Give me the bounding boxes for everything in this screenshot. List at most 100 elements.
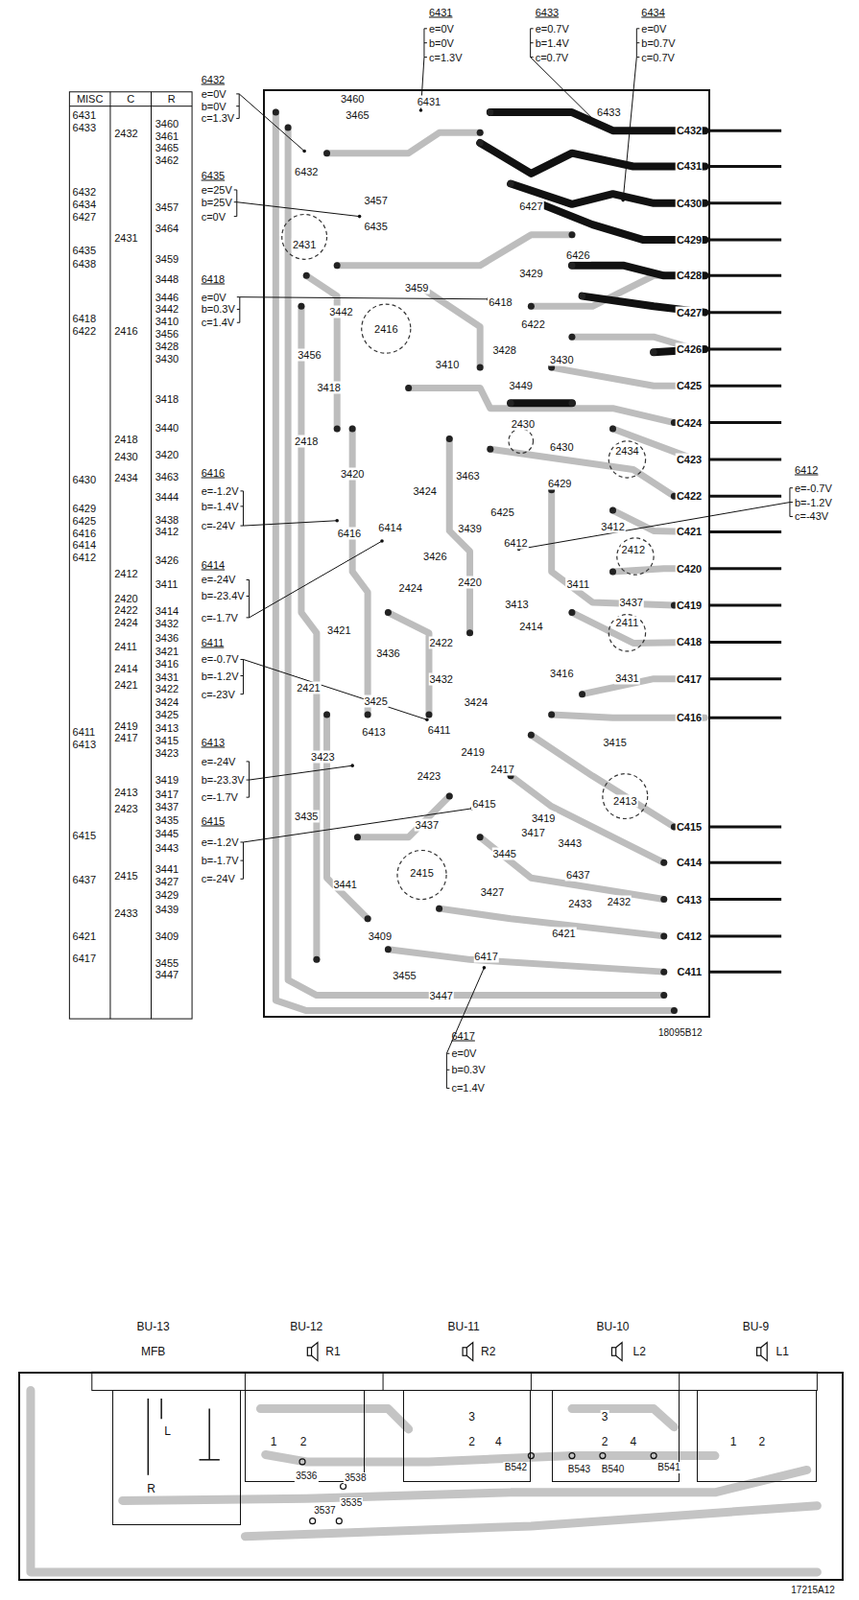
connector-pin-label: C425 — [675, 380, 703, 393]
component-label: 3455 — [391, 970, 417, 983]
socket-label: BU-9 — [742, 1320, 769, 1335]
connector-wire — [710, 641, 782, 645]
transistor-name: 6417 — [451, 1030, 475, 1044]
table-cell: 3419 — [155, 774, 179, 788]
table-cell: 3462 — [155, 154, 179, 168]
table-cell: 6435 — [72, 243, 96, 257]
connector-pin-label: C431 — [675, 160, 703, 173]
callout-tick — [636, 27, 640, 29]
table-cell: 3426 — [155, 554, 179, 568]
pin-number: R — [145, 1482, 157, 1497]
table-cell: 2432 — [114, 127, 138, 141]
table-cell: 6432 — [72, 186, 96, 199]
speaker-symbol — [761, 1342, 767, 1361]
voltage-value: b=0.3V — [201, 303, 236, 316]
leader-end — [302, 149, 307, 154]
pin-number: 4 — [494, 1435, 503, 1450]
component-label: 3425 — [362, 695, 388, 709]
voltage-value: b=0V — [201, 99, 227, 113]
table-cell: 6411 — [72, 726, 96, 740]
table-cell: 3425 — [155, 708, 179, 721]
component-label: 2430 — [510, 417, 536, 430]
leader-line — [242, 659, 427, 720]
voltage-value: b=0V — [429, 36, 454, 49]
component-label: 2416 — [373, 322, 399, 335]
leader-line — [237, 202, 360, 217]
connector-pin-label: C430 — [675, 196, 703, 210]
leader-line — [249, 541, 382, 619]
callout-bracket — [236, 190, 238, 217]
table-cell: 2416 — [114, 324, 138, 337]
transistor-name: 6431 — [429, 5, 453, 19]
voltage-value: c=1.3V — [429, 50, 463, 64]
solder-pad — [425, 711, 432, 718]
table-cell: 6417 — [72, 953, 96, 966]
connector-pin-label: C412 — [675, 930, 703, 943]
table-cell: 3444 — [155, 491, 179, 504]
table-cell: 3448 — [155, 272, 179, 286]
table-cell: 3413 — [155, 721, 179, 735]
connector-wire — [710, 604, 782, 608]
component-label: 3435 — [293, 811, 319, 824]
component-label: 2415 — [408, 866, 434, 880]
component-label: B543 — [567, 1464, 592, 1477]
voltage-value: c=0.7V — [641, 50, 675, 64]
callout-leaders — [234, 28, 793, 1090]
voltage-value: c=0.7V — [535, 50, 570, 64]
solder-pad — [405, 384, 412, 392]
table-cell: 3429 — [155, 889, 179, 903]
solder-pad — [609, 507, 617, 515]
table-cell: 3431 — [155, 670, 179, 684]
component-label: 3535 — [339, 1498, 363, 1510]
component-label: 2422 — [428, 637, 454, 650]
table-cell: 2414 — [114, 663, 138, 676]
transistor-name: 6416 — [201, 466, 225, 479]
component-label: 3463 — [454, 469, 480, 482]
callout-tick — [234, 189, 238, 191]
copper-trace — [287, 127, 665, 997]
solder-pad — [527, 732, 535, 740]
component-label: 3447 — [428, 989, 454, 1003]
component-label: 6430 — [548, 441, 574, 454]
component-label: 3412 — [599, 521, 625, 534]
solder-pad — [477, 834, 484, 841]
connector-wire — [710, 861, 782, 865]
copper-trace — [244, 1506, 817, 1538]
callout-tick — [237, 322, 240, 324]
component-label: 2423 — [416, 769, 442, 783]
leader-end — [596, 122, 601, 127]
callout-tick — [239, 525, 243, 527]
connector-pin-label: C414 — [675, 857, 703, 870]
table-cell: 3410 — [155, 315, 179, 329]
component-label: 3429 — [518, 267, 544, 281]
table-cell: 6422 — [72, 324, 96, 337]
table-cell: 3445 — [155, 828, 179, 841]
component-label: 3419 — [530, 812, 556, 826]
solder-pad — [568, 334, 575, 341]
component-label: 3413 — [503, 598, 529, 612]
table-cell: 2434 — [114, 472, 138, 485]
solder-pad — [354, 834, 361, 841]
component-label: 3409 — [367, 930, 393, 943]
transistor-name: 6414 — [201, 558, 225, 572]
component-label: B541 — [656, 1462, 681, 1475]
leader-end — [350, 763, 355, 768]
solder-pad — [568, 262, 575, 269]
copper-trace — [572, 1409, 674, 1429]
copper-trace — [265, 1455, 716, 1462]
solder-pad — [507, 400, 515, 407]
component-label: 3430 — [548, 353, 574, 366]
component-label: 3537 — [312, 1505, 336, 1518]
table-cell: 3436 — [155, 632, 179, 645]
copper-trace-dark — [479, 143, 705, 174]
component-label: 2414 — [518, 620, 544, 634]
socket-label: L2 — [633, 1345, 646, 1360]
copper-trace — [122, 1470, 808, 1502]
component-label: 3445 — [491, 847, 517, 860]
pin-number: 1 — [269, 1435, 279, 1450]
component-label: 6416 — [336, 526, 362, 540]
table-cell: 2413 — [114, 786, 138, 799]
transistor-name: 6433 — [535, 5, 559, 19]
voltage-value: e=0V — [429, 22, 454, 35]
